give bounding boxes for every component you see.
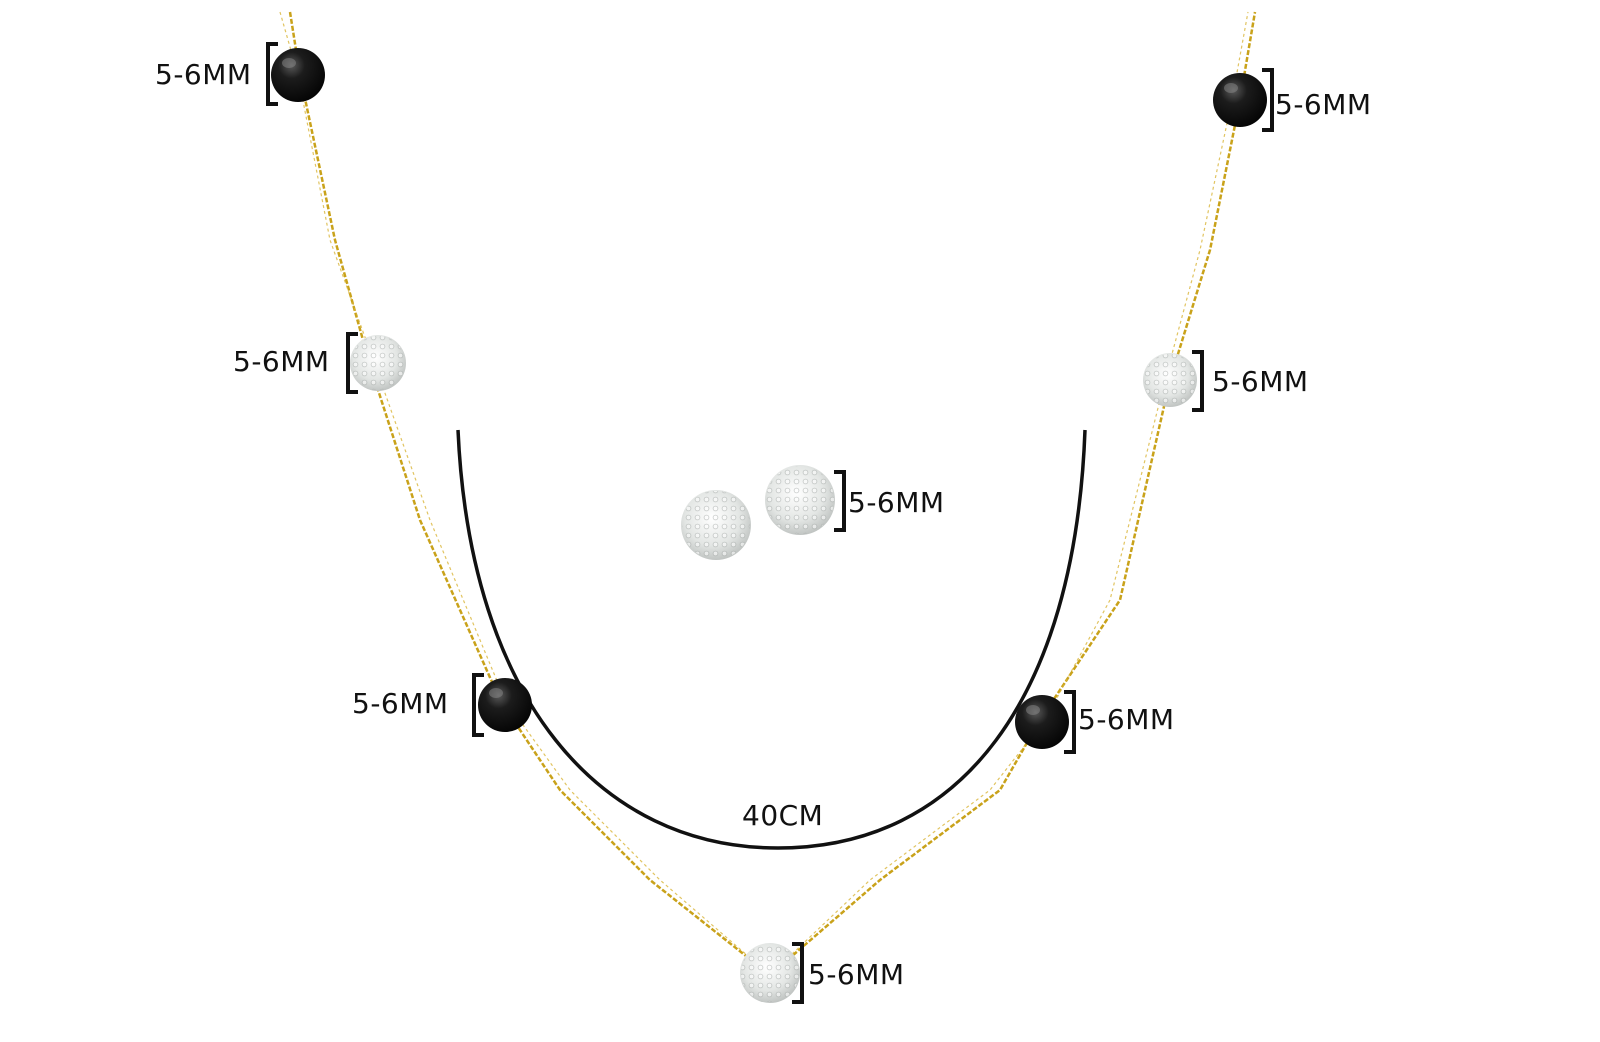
bead-size-label-lower-right: 5-6MM: [1078, 703, 1175, 736]
earring-left: [681, 490, 751, 560]
bead-size-label-bottom: 5-6MM: [808, 958, 905, 991]
pearl-bead-lower-right: [1015, 695, 1069, 749]
pearl-bead-top-right: [1213, 73, 1267, 127]
earring-right: [765, 465, 835, 535]
size-brackets: [266, 42, 1274, 1004]
bracket-earring: [834, 470, 846, 532]
crystal-bead-mid-right: [1143, 353, 1197, 407]
bead-size-label-mid-right: 5-6MM: [1212, 365, 1309, 398]
bracket-lower-left: [472, 673, 484, 737]
bead-size-label-top-left: 5-6MM: [155, 58, 252, 91]
earring-size-label: 5-6MM: [848, 486, 945, 519]
bracket-mid-left: [346, 332, 358, 394]
bracket-top-left: [266, 42, 278, 106]
length-measure-arc: [456, 429, 1087, 850]
pearl-bead-lower-left: [478, 678, 532, 732]
bracket-bottom: [792, 942, 804, 1004]
bracket-mid-right: [1192, 350, 1204, 412]
bead-size-label-top-right: 5-6MM: [1275, 88, 1372, 121]
bracket-lower-right: [1064, 690, 1076, 754]
crystal-bead-bottom: [740, 943, 800, 1003]
bead-size-label-lower-left: 5-6MM: [352, 687, 449, 720]
bracket-top-right: [1262, 68, 1274, 132]
crystal-bead-mid-left: [350, 335, 406, 391]
pearl-bead-top-left: [271, 48, 325, 102]
bead-size-label-mid-left: 5-6MM: [233, 345, 330, 378]
necklace-length-label: 40CM: [742, 799, 824, 832]
